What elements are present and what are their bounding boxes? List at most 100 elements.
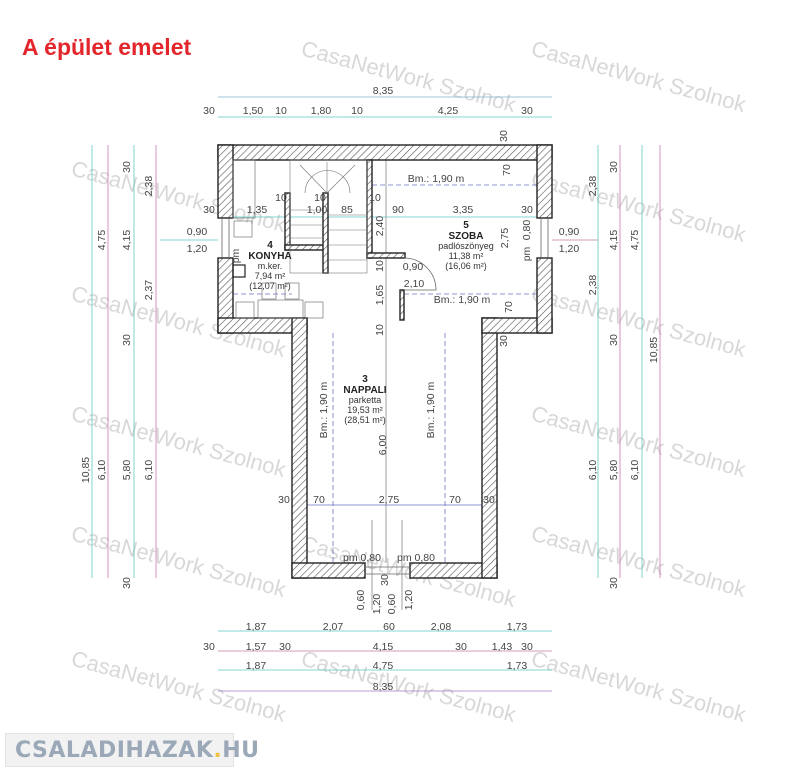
dimension-label: 1,20 [403,590,415,611]
dimension-label: Bm.: 1,90 m [318,381,330,438]
dimension-label: 30 [498,130,510,142]
dimension-label: pm 0,80 [343,552,381,564]
dimension-label: 0,60 [355,590,367,611]
dimension-label: 8,35 [373,681,394,693]
dimension-label: 1,35 [247,204,268,216]
room-label: NAPPALI [343,385,386,396]
page-title: A épület emelet [22,34,192,60]
logo-name: CSALADIHAZAK [15,737,214,763]
dimension-label: 30 [121,161,133,173]
dimension-label: 30 [521,204,533,216]
dimension-label: 1,20 [371,594,383,615]
dimension-label: 30 [455,641,467,653]
dimension-label: 5,80 [121,460,133,481]
dimension-label: 1,87 [246,660,267,672]
dimension-label: 10,85 [648,337,660,363]
dimension-label: 10 [314,192,326,204]
watermark-text: CasaNetWork Szolnok [299,646,520,728]
watermark-text: CasaNetWork Szolnok [69,646,290,728]
dimension-label: 70 [449,494,461,506]
dimension-label: 30 [278,494,290,506]
dimension-label: 2,40 [374,216,386,237]
room-label: SZOBA [449,231,484,242]
dimension-label: 10 [374,260,386,272]
dimension-label: 10,85 [80,457,92,483]
room-label: 7,94 m² [255,271,286,281]
room-label: 19,53 m² [347,405,383,415]
kitchen-furniture [232,159,324,319]
dimension-label: 70 [313,494,325,506]
dimension-label: 30 [203,641,215,653]
dimension-label: 30 [608,577,620,589]
dimension-label: 2,07 [323,621,344,633]
dimension-label: 1,73 [507,621,528,633]
dimension-label: 2,38 [143,176,155,197]
dimension-label: 4,15 [608,230,620,251]
logo-dot: . [213,737,223,763]
dimension-label: 30 [121,334,133,346]
site-logo[interactable]: CSALADIHAZAK.HU [5,733,259,767]
dimension-label: 1,80 [311,105,332,117]
dimension-label: 60 [383,621,395,633]
dimension-label: 30 [121,577,133,589]
watermark-text: CasaNetWork Szolnok [529,281,750,363]
dimension-label: 1,50 [243,105,264,117]
dimension-label: 4,75 [373,660,394,672]
watermark-text: CasaNetWork Szolnok [69,156,290,238]
dimension-label: 6,10 [143,460,155,481]
dimension-label: 1,20 [187,243,208,255]
dimension-label: 85 [341,204,353,216]
dimension-label: Bm.: 1,90 m [434,294,491,306]
dimension-label: 30 [498,335,510,347]
dimension-label: 10 [351,105,363,117]
dimension-label: 6,10 [587,460,599,481]
dimension-label: 3,35 [453,204,474,216]
room-label: (28,51 m²) [344,415,386,425]
dimension-label: pm [521,246,533,261]
dimension-label: pm [230,248,242,263]
dimension-label: 5,80 [608,460,620,481]
room-label: 11,38 m² [449,251,484,261]
dimension-label: 2,37 [143,280,155,301]
room-label: padlószönyeg [438,241,494,251]
dimension-label: 2,38 [587,176,599,197]
watermark-text: CasaNetWork Szolnok [529,521,750,603]
dimension-label: 6,10 [96,460,108,481]
dimension-label: 30 [203,105,215,117]
dimension-label: 30 [608,161,620,173]
room-label: parketta [349,395,382,405]
dimension-label: 4,15 [373,641,394,653]
dimension-label: Bm.: 1,90 m [408,173,465,185]
walls [217,144,553,579]
dimension-label: 10 [369,192,381,204]
dimension-label: 2,08 [431,621,452,633]
dimension-label: 2,10 [404,278,425,290]
dimension-label: 6,10 [629,460,641,481]
dimension-label: 30 [483,494,495,506]
watermark-text: CasaNetWork Szolnok [299,36,520,118]
dimension-label: 30 [203,204,215,216]
dimension-label: pm 0,80 [397,552,435,564]
dimension-label: 1,57 [246,641,267,653]
room-label: (16,06 m²) [445,261,487,271]
dimension-label: 1,73 [507,660,528,672]
dimension-label: 0,90 [559,226,580,238]
watermark-text: CasaNetWork Szolnok [529,36,750,118]
dimension-label: 90 [392,204,404,216]
watermark-text: CasaNetWork Szolnok [69,521,290,603]
dimension-lines [91,96,661,692]
staircase [289,159,368,274]
dimension-label: 2,75 [499,228,511,249]
dimension-label: 4,15 [121,230,133,251]
dimension-label: 10 [374,324,386,336]
dimension-label: 1,87 [246,621,267,633]
dimension-label: 2,38 [587,275,599,296]
dimension-label: 30 [379,574,391,586]
dimension-label: 70 [503,301,515,313]
dimension-label: 1,43 [492,641,513,653]
dimension-label: 4,75 [629,230,641,251]
dimension-label: 8,35 [373,85,394,97]
